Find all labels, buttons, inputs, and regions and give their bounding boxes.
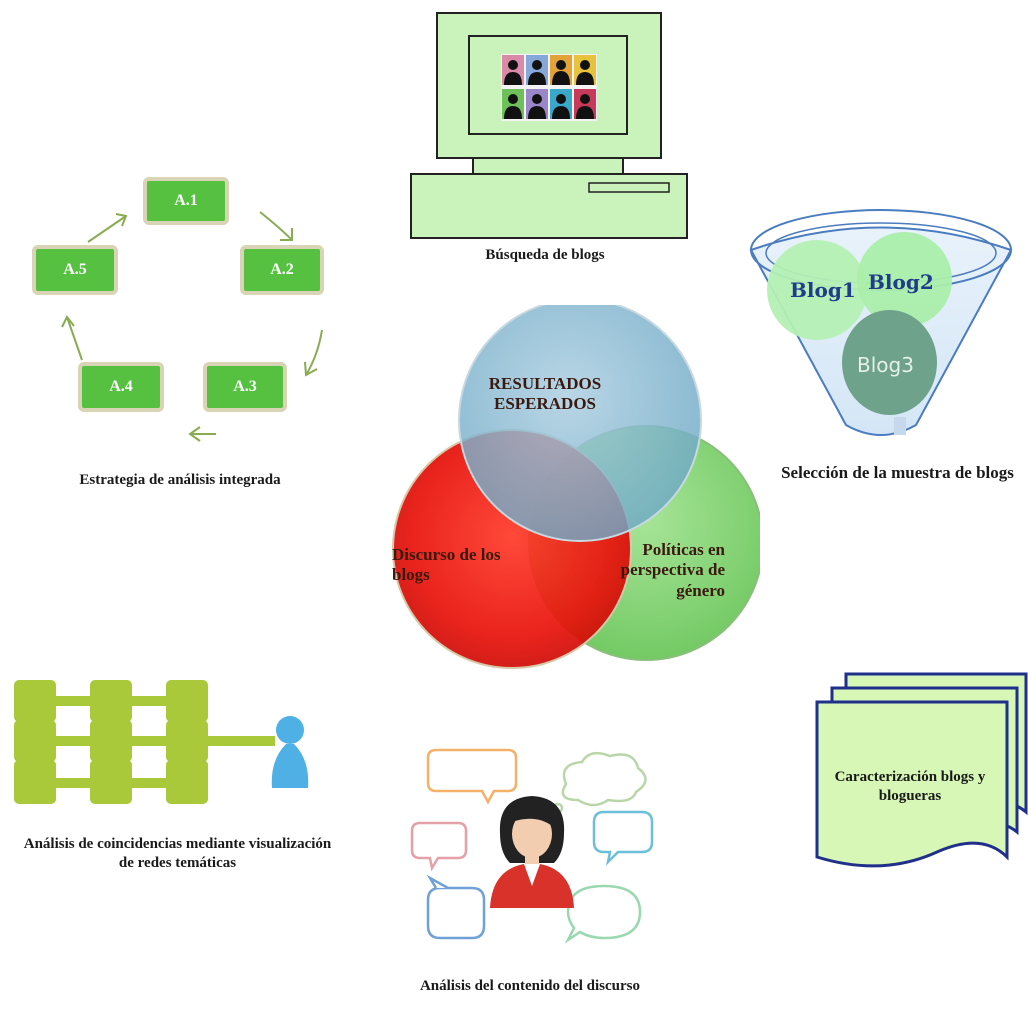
cycle-caption: Estrategia de análisis integrada: [79, 472, 281, 488]
venn-label-top: RESULTADOS ESPERADOS: [488, 374, 602, 414]
speech-bubbles-icon: [410, 748, 654, 944]
venn-label-left: Discurso de los blogs: [392, 545, 501, 585]
venn-label-right: Políticas en perspectiva de género: [620, 540, 725, 600]
search-caption: Búsqueda de blogs: [485, 247, 605, 263]
documents-illustration: [812, 662, 1028, 902]
cycle-step-a4: A.4: [78, 362, 164, 412]
bubble-cloud-green: [561, 751, 647, 807]
funnel-caption: Selección de la muestra de blogs: [781, 463, 1014, 482]
cycle-step-a2: A.2: [240, 245, 324, 295]
computer-icon: [410, 12, 688, 239]
cycle-step-a3: A.3: [203, 362, 287, 412]
cycle-step-a1: A.1: [143, 177, 229, 225]
funnel-blog-1: [767, 240, 867, 340]
documents-label: Caracterización blogs y blogueras: [834, 769, 986, 804]
profile-photos-grid: [501, 54, 597, 121]
network-caption: Análisis de coincidencias mediante visua…: [23, 836, 332, 871]
computer-illustration: [405, 8, 690, 248]
discourse-illustration: [408, 738, 656, 976]
funnel-blog-2: [857, 232, 952, 327]
network-grid-icon: [14, 680, 309, 804]
cycle-arrows: [40, 170, 340, 460]
funnel-blog-2-label: Blog2: [868, 270, 934, 294]
stacked-documents-icon: [815, 672, 1028, 868]
funnel-blog-3: [842, 310, 937, 415]
venn-circle-top: [458, 298, 702, 542]
bubble-orange: [426, 748, 518, 805]
funnel-blog-3-label: Blog3: [857, 353, 914, 377]
bubble-cyan: [592, 810, 654, 866]
network-illustration: [10, 678, 310, 823]
bubble-pink: [410, 821, 468, 872]
funnel-blog-1-label: Blog1: [790, 278, 856, 302]
cycle-step-a5: A.5: [32, 245, 118, 295]
person-icon: [271, 716, 309, 788]
discourse-caption: Análisis del contenido del discurso: [419, 978, 641, 994]
venn-diagram: [340, 298, 764, 725]
woman-avatar-icon: [490, 796, 574, 908]
bubble-mint: [564, 884, 642, 944]
bubble-blue: [426, 886, 486, 940]
